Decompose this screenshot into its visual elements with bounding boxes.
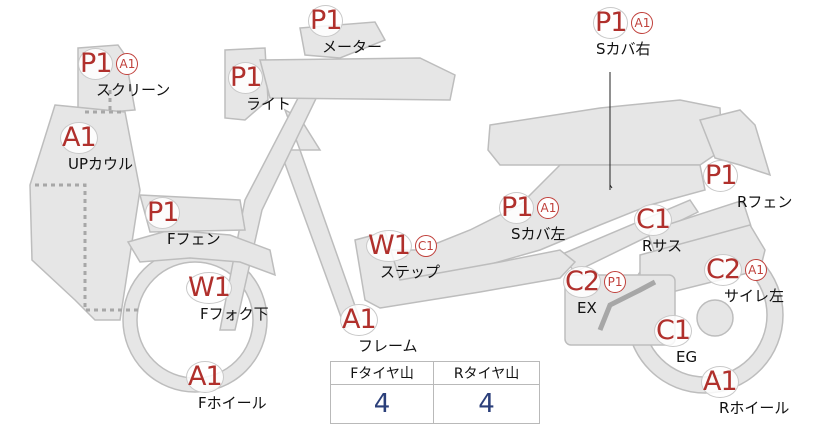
grade-badge: C2 — [563, 266, 602, 298]
callout-ex: C2 P1 EX — [563, 266, 627, 317]
callout-f-wheel: A1 Fホイール — [186, 361, 267, 412]
callout-eg: C1 EG — [654, 315, 697, 366]
grade-badge: P1 — [499, 192, 535, 224]
callout-s-cover-right: P1 A1 Sカバ右 — [593, 7, 654, 58]
part-label: UPカウル — [68, 155, 134, 173]
callout-r-wheel: A1 Rホイール — [701, 366, 789, 417]
grade-badge: P1 — [145, 197, 181, 229]
rear-tire-tread-value: 4 — [433, 384, 540, 424]
frame-shape — [278, 149, 361, 330]
part-label: Rフェン — [737, 193, 793, 211]
grade-badge: W1 — [366, 230, 412, 262]
part-label: サイレ左 — [724, 287, 785, 305]
grade-badge: C1 — [634, 204, 673, 236]
callout-muffler-left: C2 A1 サイレ左 — [704, 254, 784, 305]
seat-shape — [487, 99, 723, 166]
sub-grade-badge: P1 — [604, 271, 627, 293]
part-label: スクリーン — [96, 81, 171, 99]
callout-up-cowl: A1 UPカウル — [60, 122, 133, 173]
callout-frame: A1 フレーム — [340, 304, 418, 355]
callout-f-fork-lower: W1 Fフォク下 — [186, 272, 269, 323]
sub-grade-badge: C1 — [414, 235, 437, 257]
grade-badge: A1 — [60, 122, 98, 154]
grade-badge: P1 — [703, 160, 739, 192]
part-label: ライト — [246, 95, 292, 113]
part-label: メーター — [322, 38, 383, 56]
callout-meter: P1 メーター — [308, 5, 382, 56]
grade-badge: C2 — [704, 254, 743, 286]
part-label: Fフォク下 — [200, 305, 269, 323]
ex-pipe-shape — [597, 279, 657, 331]
grade-badge: P1 — [593, 7, 629, 39]
callout-light: P1 ライト — [228, 62, 291, 113]
part-label: Sカバ左 — [511, 225, 566, 243]
callout-f-fender: P1 Fフェン — [145, 197, 221, 248]
part-label: Fフェン — [167, 230, 221, 248]
sub-grade-badge: A1 — [116, 53, 139, 75]
rear-tire-header: Rタイヤ山 — [433, 361, 540, 385]
front-tire-header: Fタイヤ山 — [329, 361, 435, 385]
callout-s-cover-left: P1 A1 Sカバ左 — [499, 192, 566, 243]
part-label: ステップ — [380, 263, 441, 281]
sub-grade-badge: A1 — [745, 259, 768, 281]
callout-step: W1 C1 ステップ — [366, 230, 440, 281]
callout-r-sus: C1 Rサス — [634, 204, 682, 255]
grade-badge: W1 — [186, 272, 232, 304]
part-label: Rホイール — [719, 399, 790, 417]
grade-badge: A1 — [340, 304, 378, 336]
sub-grade-badge: A1 — [537, 197, 560, 219]
part-label: Fホイール — [198, 394, 267, 412]
part-label: フレーム — [358, 337, 418, 355]
part-label: EG — [676, 348, 698, 366]
sub-grade-badge: A1 — [631, 12, 654, 34]
front-tire-tread-value: 4 — [329, 384, 435, 424]
rear-fender-shape — [698, 109, 772, 177]
part-label: EX — [577, 299, 597, 317]
grade-badge: A1 — [186, 361, 224, 393]
part-label: Rサス — [642, 237, 683, 255]
grade-badge: A1 — [701, 366, 739, 398]
grade-badge: C1 — [654, 315, 693, 347]
part-label: Sカバ右 — [595, 40, 651, 58]
grade-badge: P1 — [228, 62, 264, 94]
grade-badge: P1 — [78, 48, 114, 80]
grade-badge: P1 — [308, 5, 344, 37]
tire-tread-table: Fタイヤ山 Rタイヤ山 4 4 — [329, 361, 540, 424]
callout-r-fender: P1 Rフェン — [703, 160, 792, 211]
callout-screen: P1 A1 スクリーン — [78, 48, 170, 99]
front-cowl-shape — [29, 104, 141, 321]
